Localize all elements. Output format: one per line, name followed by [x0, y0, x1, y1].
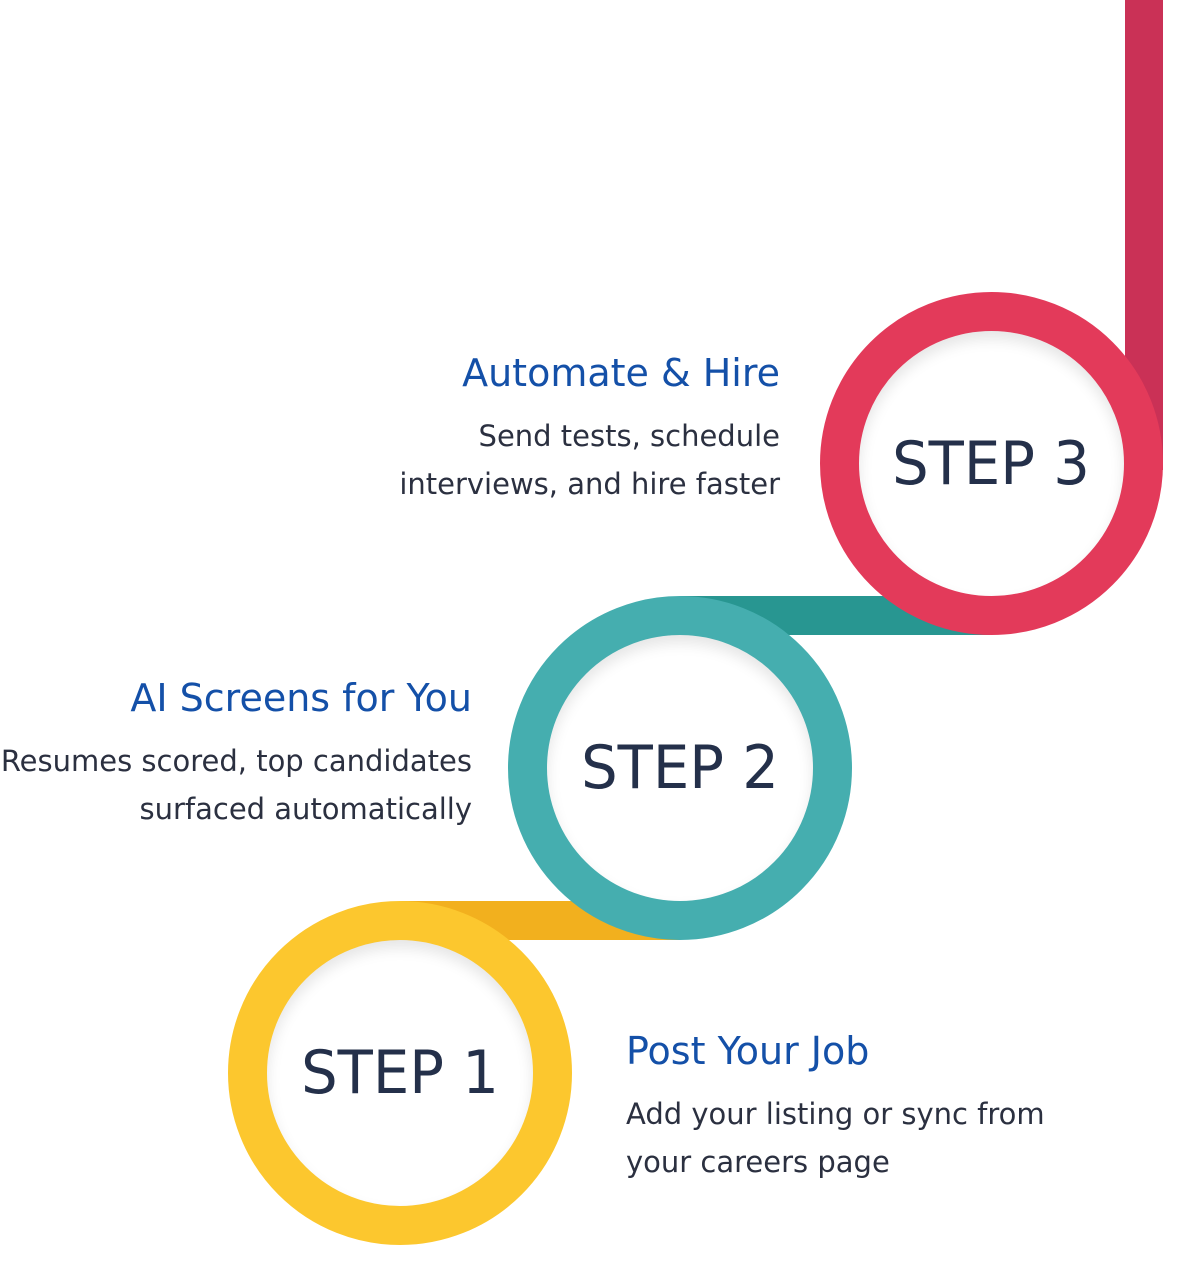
step3-label: STEP 3: [892, 428, 1091, 499]
step2-text: AI Screens for You Resumes scored, top c…: [0, 675, 472, 833]
step1-description: Add your listing or sync from your caree…: [626, 1090, 1146, 1186]
step1-desc-line: your careers page: [626, 1145, 890, 1179]
step1-circle: STEP 1: [228, 901, 572, 1245]
step1-title: Post Your Job: [626, 1029, 870, 1073]
step3-desc-line: interviews, and hire faster: [399, 467, 780, 501]
step2-label: STEP 2: [581, 733, 779, 803]
step2-circle: STEP 2: [508, 596, 852, 940]
step2-desc-line: surfaced automatically: [139, 792, 472, 826]
step1-text: Post Your Job Add your listing or sync f…: [626, 1028, 1146, 1186]
step3-text: Automate & Hire Send tests, schedule int…: [360, 350, 780, 508]
step1-desc-line: Add your listing or sync from: [626, 1097, 1045, 1131]
step1-label: STEP 1: [301, 1038, 499, 1108]
step2-description: Resumes scored, top candidates surfaced …: [0, 737, 472, 833]
step3-title: Automate & Hire: [462, 351, 780, 395]
step3-circle: STEP 3: [820, 292, 1163, 635]
step2-desc-line: Resumes scored, top candidates: [0, 744, 472, 778]
step3-description: Send tests, schedule interviews, and hir…: [360, 412, 780, 508]
step3-desc-line: Send tests, schedule: [478, 419, 780, 453]
step3-vertical-line: [1125, 0, 1163, 470]
step2-title: AI Screens for You: [130, 676, 472, 720]
